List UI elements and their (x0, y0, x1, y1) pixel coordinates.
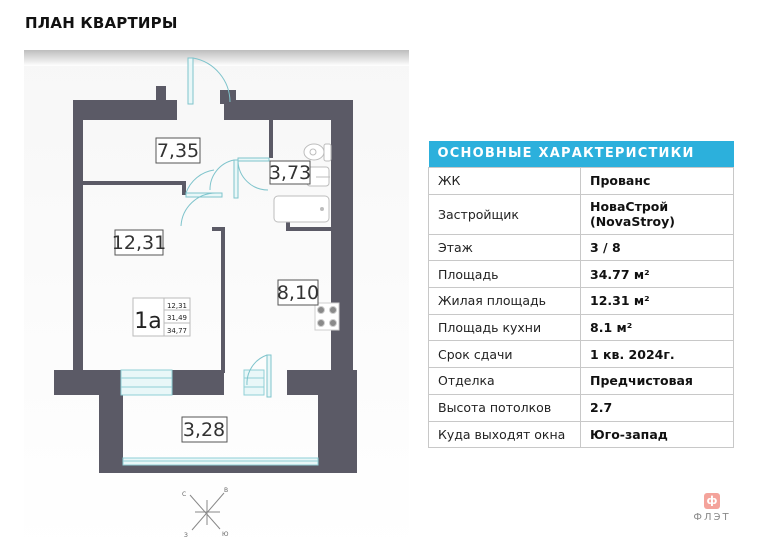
spec-value: 12.31 м² (580, 287, 734, 315)
plan-top-shade (24, 50, 409, 66)
spec-value: 3 / 8 (580, 233, 734, 262)
svg-text:31,49: 31,49 (167, 314, 187, 322)
watermark-text: ФЛЭТ (693, 512, 731, 523)
compass-icon: С В Ю З (182, 487, 229, 539)
spec-value: Предчистовая (580, 367, 734, 395)
spec-value: 2.7 (580, 393, 734, 422)
apartment-type-badge: 1а 12,31 31,49 34,77 (132, 297, 191, 337)
spec-label: ЖК (428, 167, 581, 195)
spec-label: Жилая площадь (428, 287, 581, 315)
page-title: ПЛАН КВАРТИРЫ (25, 14, 178, 32)
spec-value: 8.1 м² (580, 313, 734, 342)
spec-label: Отделка (428, 367, 581, 395)
floor-plan: 7,35 3,73 12,31 8,10 3,28 1а 12,31 31,49… (24, 50, 409, 556)
bathroom-fixtures (273, 143, 332, 223)
spec-label: Куда выходят окна (428, 420, 581, 449)
stove-icon (314, 302, 340, 331)
spec-label: Площадь кухни (428, 313, 581, 342)
spec-label: Этаж (428, 233, 581, 262)
svg-text:В: В (224, 487, 228, 494)
room-labels: 7,35 3,73 12,31 8,10 3,28 (112, 137, 319, 443)
spec-value: НоваСтрой (NovaStroy) (580, 193, 734, 235)
windows (120, 369, 319, 466)
apartment-type: 1а (134, 309, 161, 334)
watermark-logo: ф ФЛЭТ (687, 493, 737, 523)
svg-text:Ю: Ю (222, 531, 229, 538)
specs-header: ОСНОВНЫЕ ХАРАКТЕРИСТИКИ (428, 141, 734, 168)
room-area-bathroom: 3,73 (269, 162, 311, 184)
room-area-balcony: 3,28 (183, 419, 225, 441)
spec-label: Высота потолков (428, 393, 581, 422)
svg-text:З: З (184, 532, 188, 539)
svg-text:С: С (182, 491, 186, 498)
spec-value: 1 кв. 2024г. (580, 340, 734, 369)
room-area-kitchen: 8,10 (277, 282, 319, 304)
spec-label: Срок сдачи (428, 340, 581, 369)
spec-value: 34.77 м² (580, 260, 734, 289)
svg-text:12,31: 12,31 (167, 302, 187, 310)
flat-logo-icon: ф (704, 493, 720, 509)
doors (180, 57, 272, 398)
room-area-hallway: 7,35 (157, 140, 199, 162)
spec-label: Застройщик (428, 193, 581, 235)
spec-value: Юго-запад (580, 420, 734, 449)
spec-value: Прованс (580, 167, 734, 195)
spec-label: Площадь (428, 260, 581, 289)
room-area-living: 12,31 (112, 232, 166, 254)
svg-text:34,77: 34,77 (167, 327, 187, 335)
